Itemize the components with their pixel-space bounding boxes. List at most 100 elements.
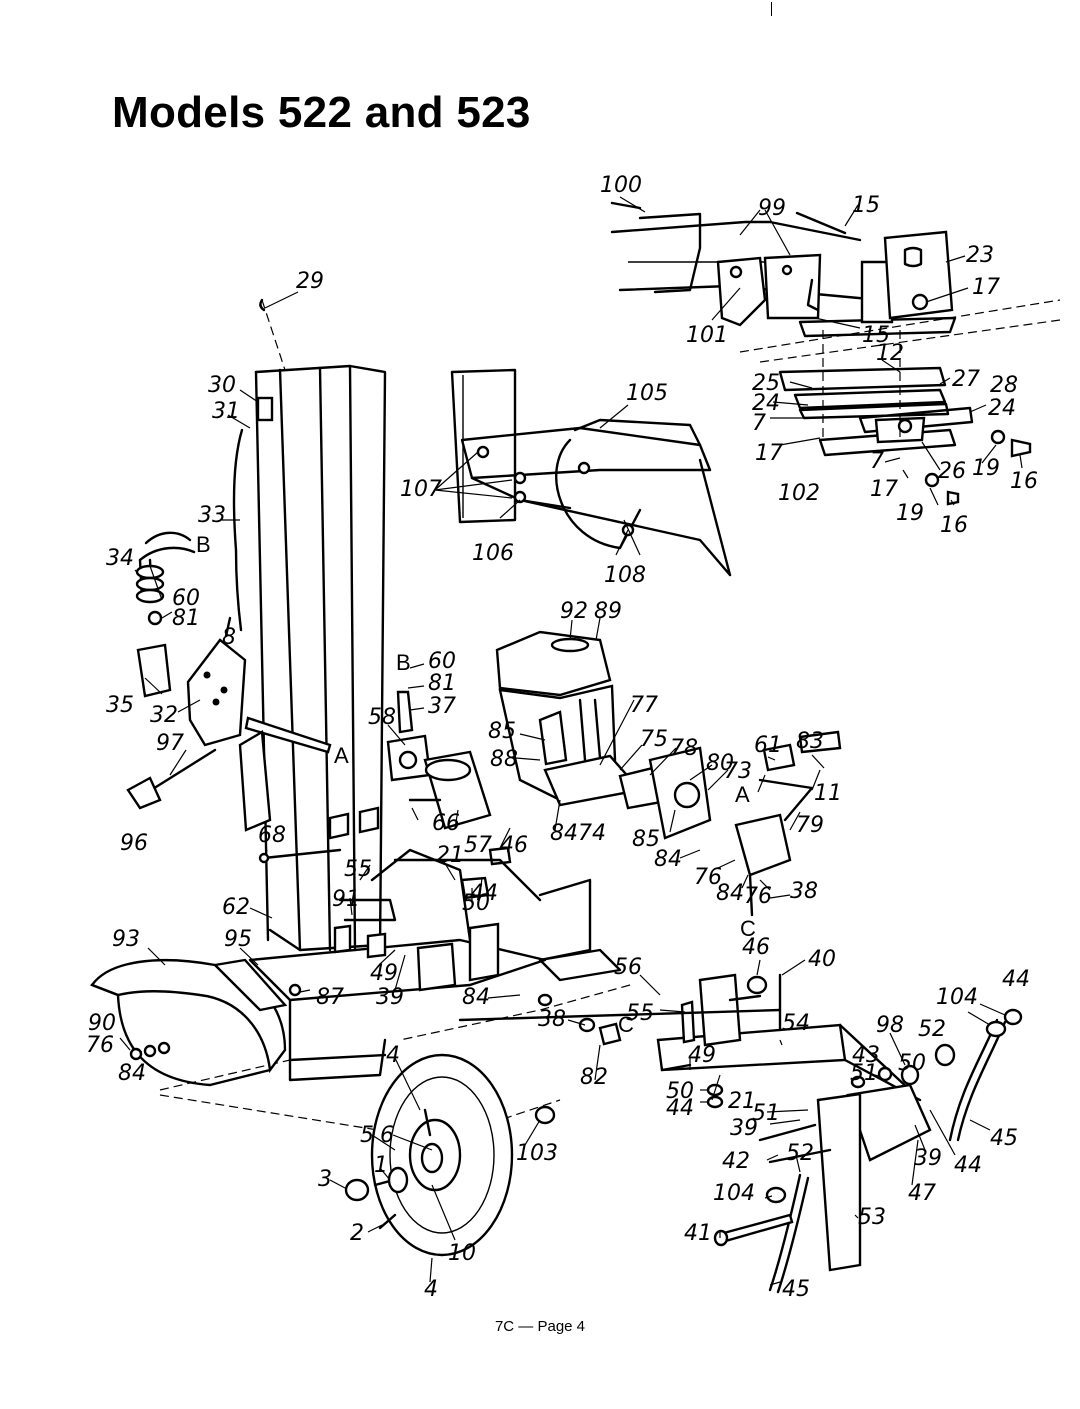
part-label-108: 108 [604, 563, 646, 588]
part-label-60: 60 [428, 649, 456, 674]
part-label-55: 55 [626, 1001, 654, 1026]
part-label-95: 95 [224, 927, 252, 952]
part-label-60: 60 [172, 586, 200, 611]
part-label-32: 32 [150, 703, 178, 728]
part-label-38: 38 [538, 1007, 566, 1032]
part-label-50: 50 [898, 1051, 926, 1076]
part-label-96: 96 [120, 831, 148, 856]
part-label-5: 5 [360, 1123, 374, 1148]
part-label-73: 73 [724, 759, 752, 784]
part-label-54: 54 [782, 1011, 810, 1036]
part-label-16: 16 [1010, 469, 1038, 494]
part-label-84: 84 [654, 847, 682, 872]
part-label-104: 104 [936, 985, 978, 1010]
part-label-2: 2 [350, 1221, 364, 1246]
fender-wheel-drawing [90, 958, 556, 1257]
part-label-81: 81 [172, 606, 200, 631]
part-label-30: 30 [208, 373, 236, 398]
callout-letter-a: A [735, 782, 750, 807]
part-label-76: 76 [744, 884, 772, 909]
part-label-81: 81 [428, 671, 456, 696]
part-label-6: 6 [380, 1123, 394, 1148]
part-label-68: 68 [258, 823, 286, 848]
part-label-76: 76 [694, 865, 722, 890]
part-label-8: 8 [222, 625, 236, 650]
part-label-66: 66 [432, 811, 460, 836]
part-label-99: 99 [758, 196, 786, 221]
part-label-44: 44 [470, 881, 498, 906]
part-label-10: 10 [448, 1241, 476, 1266]
part-label-80: 80 [706, 751, 734, 776]
part-label-93: 93 [112, 927, 140, 952]
part-label-78: 78 [670, 736, 698, 761]
part-label-91: 91 [332, 887, 360, 912]
part-label-33: 33 [198, 503, 226, 528]
part-label-39: 39 [376, 985, 404, 1010]
part-label-12: 12 [876, 341, 904, 366]
engine-pump-drawing [386, 630, 842, 1046]
beam-assembly-drawing [610, 201, 1061, 506]
page-footer: 7C — Page 4 [494, 1318, 586, 1335]
part-label-49: 49 [370, 961, 398, 986]
column-valve-drawing [126, 298, 387, 952]
part-label-45: 45 [990, 1126, 1018, 1151]
part-label-7: 7 [870, 449, 884, 474]
part-label-88: 88 [490, 747, 518, 772]
part-label-45: 45 [782, 1277, 810, 1302]
part-label-87: 87 [316, 985, 344, 1010]
part-label-1: 1 [374, 1153, 388, 1178]
part-label-47: 47 [908, 1181, 936, 1206]
part-label-106: 106 [472, 541, 514, 566]
part-label-21: 21 [728, 1089, 756, 1114]
part-label-24: 24 [752, 391, 780, 416]
part-label-55: 55 [344, 857, 372, 882]
part-label-51: 51 [752, 1101, 780, 1126]
part-label-51: 51 [850, 1061, 878, 1086]
part-label-24: 24 [988, 396, 1016, 421]
leader-lines [119, 196, 1023, 1286]
part-label-15: 15 [852, 193, 880, 218]
part-label-43: 43 [852, 1043, 880, 1068]
part-label-39: 39 [730, 1116, 758, 1141]
part-label-15: 15 [862, 323, 890, 348]
page-title: Models 522 and 523 [112, 88, 531, 137]
part-label-40: 40 [808, 947, 836, 972]
part-label-75: 75 [640, 727, 668, 752]
part-label-92: 92 [560, 599, 588, 624]
part-label-105: 105 [626, 381, 668, 406]
part-label-100: 100 [600, 173, 642, 198]
part-label-89: 89 [594, 599, 622, 624]
part-label-76: 76 [86, 1033, 114, 1058]
part-label-56: 56 [614, 955, 642, 980]
part-label-84: 84 [118, 1061, 146, 1086]
callout-letter-b: B [196, 532, 211, 557]
callout-letter-b: B [396, 650, 411, 675]
part-label-62: 62 [222, 895, 250, 920]
part-label-57: 57 [464, 833, 492, 858]
part-label-44: 44 [954, 1153, 982, 1178]
part-label-16: 16 [940, 513, 968, 538]
part-label-52: 52 [918, 1017, 946, 1042]
part-label-85: 85 [632, 827, 660, 852]
part-label-85: 85 [488, 719, 516, 744]
part-label-58: 58 [368, 705, 396, 730]
part-label-37: 37 [428, 694, 456, 719]
part-label-25: 25 [752, 371, 780, 396]
part-label-74: 74 [578, 821, 606, 846]
part-label-52: 52 [786, 1141, 814, 1166]
part-label-82: 82 [580, 1065, 608, 1090]
part-label-23: 23 [966, 243, 994, 268]
part-label-50: 50 [462, 891, 490, 916]
page-edge-mark [771, 2, 772, 16]
part-label-34: 34 [106, 546, 134, 571]
callout-letter-a: A [334, 743, 349, 768]
part-label-27: 27 [952, 367, 980, 392]
part-label-26: 26 [938, 459, 966, 484]
part-label-97: 97 [156, 731, 184, 756]
part-label-42: 42 [722, 1149, 750, 1174]
part-label-61: 61 [754, 733, 782, 758]
part-label-21: 21 [436, 843, 464, 868]
part-label-44: 44 [1002, 967, 1030, 992]
part-label-38: 38 [790, 879, 818, 904]
